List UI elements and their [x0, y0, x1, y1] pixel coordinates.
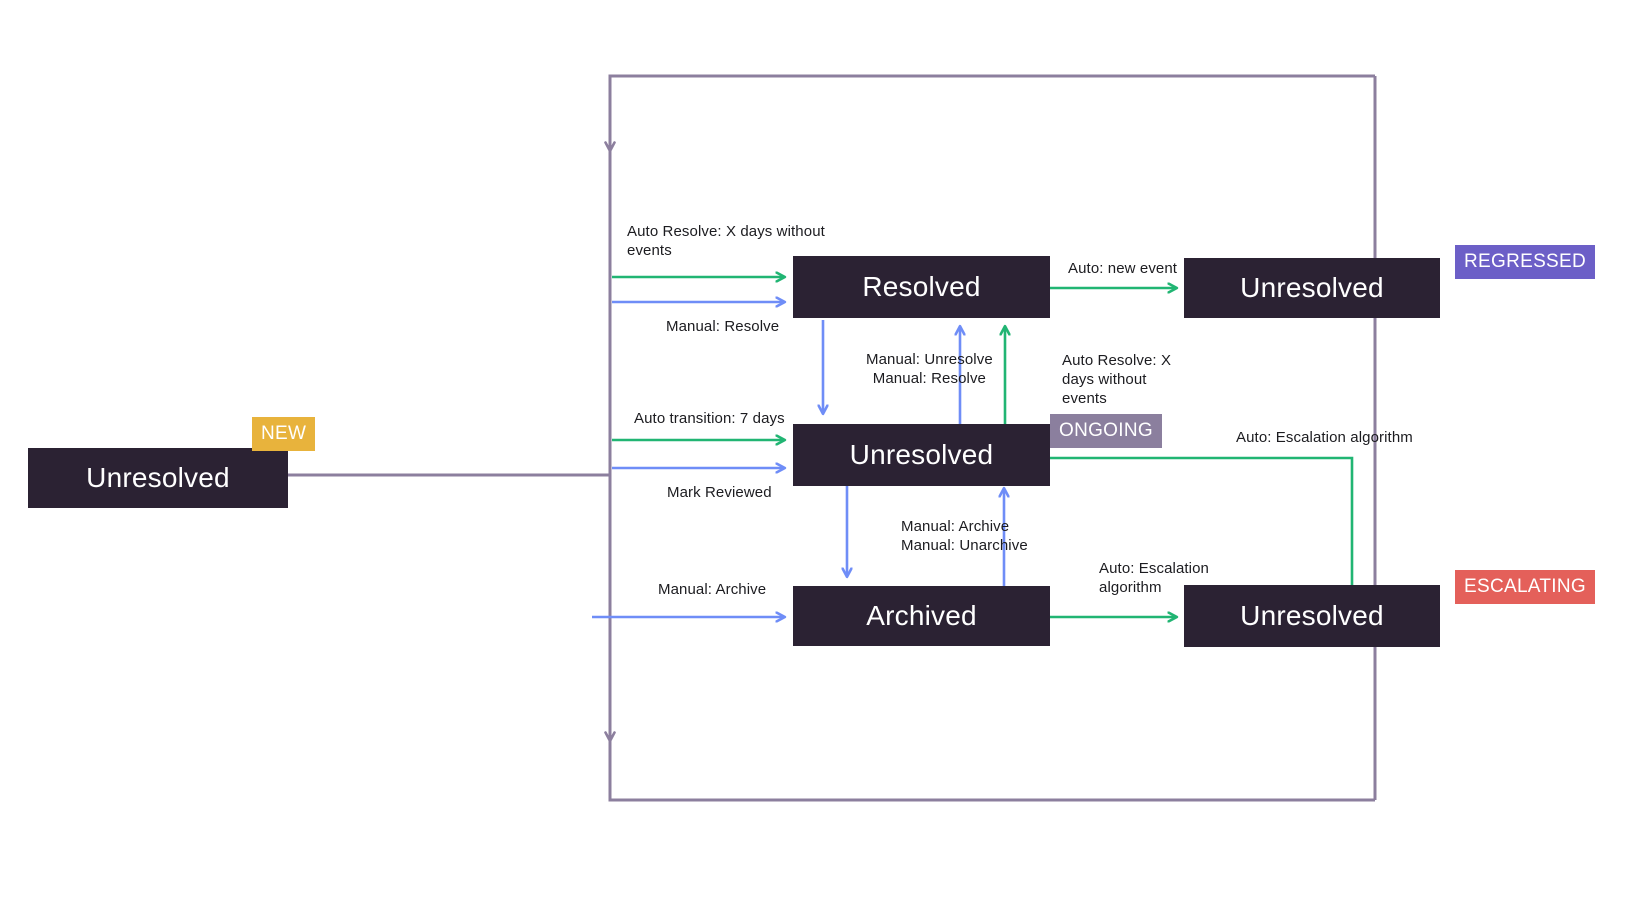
state-label: Archived — [866, 600, 977, 631]
status-badge-label: NEW — [261, 423, 307, 444]
edge-label-mark-reviewed: Mark Reviewed — [667, 484, 772, 501]
state-box-unresolved-ongoing[interactable]: Unresolved — [793, 424, 1050, 486]
state-box-unresolved-new[interactable]: Unresolved — [28, 448, 288, 508]
edge-label-auto-new-event: Auto: new event — [1068, 260, 1178, 277]
status-badge-label: ESCALATING — [1464, 576, 1586, 597]
status-badge-regressed: REGRESSED — [1455, 245, 1596, 279]
edge-label-auto-transition-7-days: Auto transition: 7 days — [634, 410, 785, 427]
status-badge-label: REGRESSED — [1464, 251, 1587, 272]
edge-label-auto-escalation-algorithm-bottom: Auto: Escalation algorithm — [1099, 560, 1209, 596]
state-label: Unresolved — [86, 462, 230, 493]
state-label: Unresolved — [849, 439, 994, 470]
state-box-resolved[interactable]: Resolved — [793, 256, 1050, 318]
state-box-unresolved-regressed[interactable]: Unresolved — [1184, 258, 1440, 318]
edge-label-manual-archive-unarchive: Manual: Archive Manual: Unarchive — [901, 518, 1028, 554]
status-badge-escalating: ESCALATING — [1455, 570, 1595, 604]
edge-manual-archive-unarchive — [847, 485, 1004, 586]
edge-label-manual-resolve-left: Manual: Resolve — [666, 318, 780, 335]
edge-label-auto-escalation-algorithm-top: Auto: Escalation algorithm — [1236, 429, 1413, 446]
edge-manual-unresolve-resolve — [823, 320, 960, 424]
state-label: Unresolved — [1240, 272, 1384, 303]
state-label: Unresolved — [1240, 600, 1384, 631]
edge-label-auto-resolve-x-days-middle: Auto Resolve: X days without events — [1062, 352, 1172, 407]
status-badge-ongoing: ONGOING — [1050, 414, 1162, 448]
state-label: Resolved — [862, 271, 981, 302]
state-box-archived[interactable]: Archived — [793, 586, 1050, 646]
state-box-unresolved-escalating[interactable]: Unresolved — [1184, 585, 1440, 647]
edge-label-manual-archive-left: Manual: Archive — [658, 581, 767, 598]
status-badge-label: ONGOING — [1059, 420, 1153, 441]
edge-auto-escalation-algorithm-top — [1050, 456, 1352, 594]
edge-loop-outer — [288, 74, 1377, 802]
status-badge-new: NEW — [252, 417, 316, 451]
edge-label-auto-resolve-x-days-top: Auto Resolve: X days without events — [627, 223, 825, 259]
edge-label-manual-unresolve-resolve: Manual: Unresolve Manual: Resolve — [866, 351, 993, 387]
